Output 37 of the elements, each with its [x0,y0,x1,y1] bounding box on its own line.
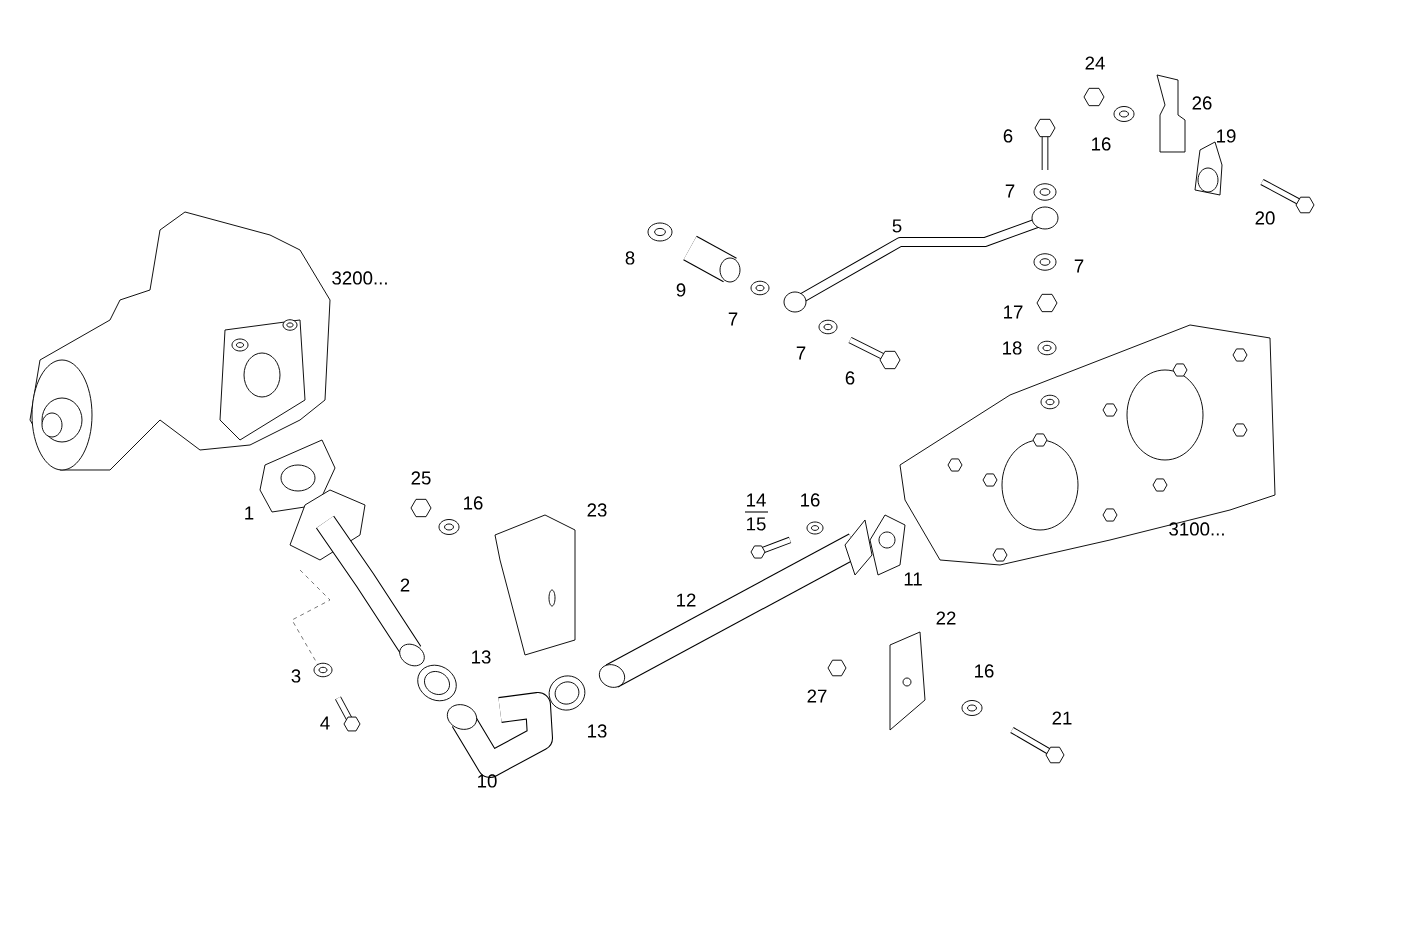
callout-number: 14 [747,493,766,507]
callout-number: 24 [1085,56,1105,70]
callout-number: 13 [588,724,607,738]
callout-number: 6 [845,371,855,385]
callout-number: 17 [1004,305,1023,319]
callout-number: 2 [400,578,410,592]
callout-number: 23 [587,503,607,517]
callout-number: 18 [1003,341,1022,355]
callout-number: 26 [1192,96,1212,110]
callout-number: 3 [291,669,301,683]
callout-number: 3200... [332,271,387,285]
callout-number: 7 [1005,184,1015,198]
callout-number: 16 [1092,137,1111,151]
callout-number: 13 [472,650,491,664]
callout-number: 4 [320,716,330,730]
callout-number: 16 [464,496,483,510]
callout-number: 27 [807,689,827,703]
callout-number: 25 [411,471,431,485]
callout-number: 9 [676,283,686,297]
callout-number: 16 [801,493,820,507]
callout-number: 7 [1074,259,1084,273]
callout-number: 7 [728,312,738,326]
callout-number: 19 [1217,129,1236,143]
callout-number: 8 [625,251,635,265]
callout-number: 22 [936,611,956,625]
callout-number: 7 [796,346,806,360]
callout-number: 15 [747,517,766,531]
callout-number: 1 [245,506,254,520]
callout-number: 20 [1255,211,1275,225]
callout-number: 11 [904,572,922,586]
callout-number: 6 [1003,129,1013,143]
callout-number: 12 [677,593,696,607]
callout-number: 5 [892,219,902,233]
callout-number: 21 [1052,711,1072,725]
callout-number: 10 [478,774,497,788]
callout-number: 3100... [1169,522,1224,536]
callout-number: 16 [975,664,994,678]
